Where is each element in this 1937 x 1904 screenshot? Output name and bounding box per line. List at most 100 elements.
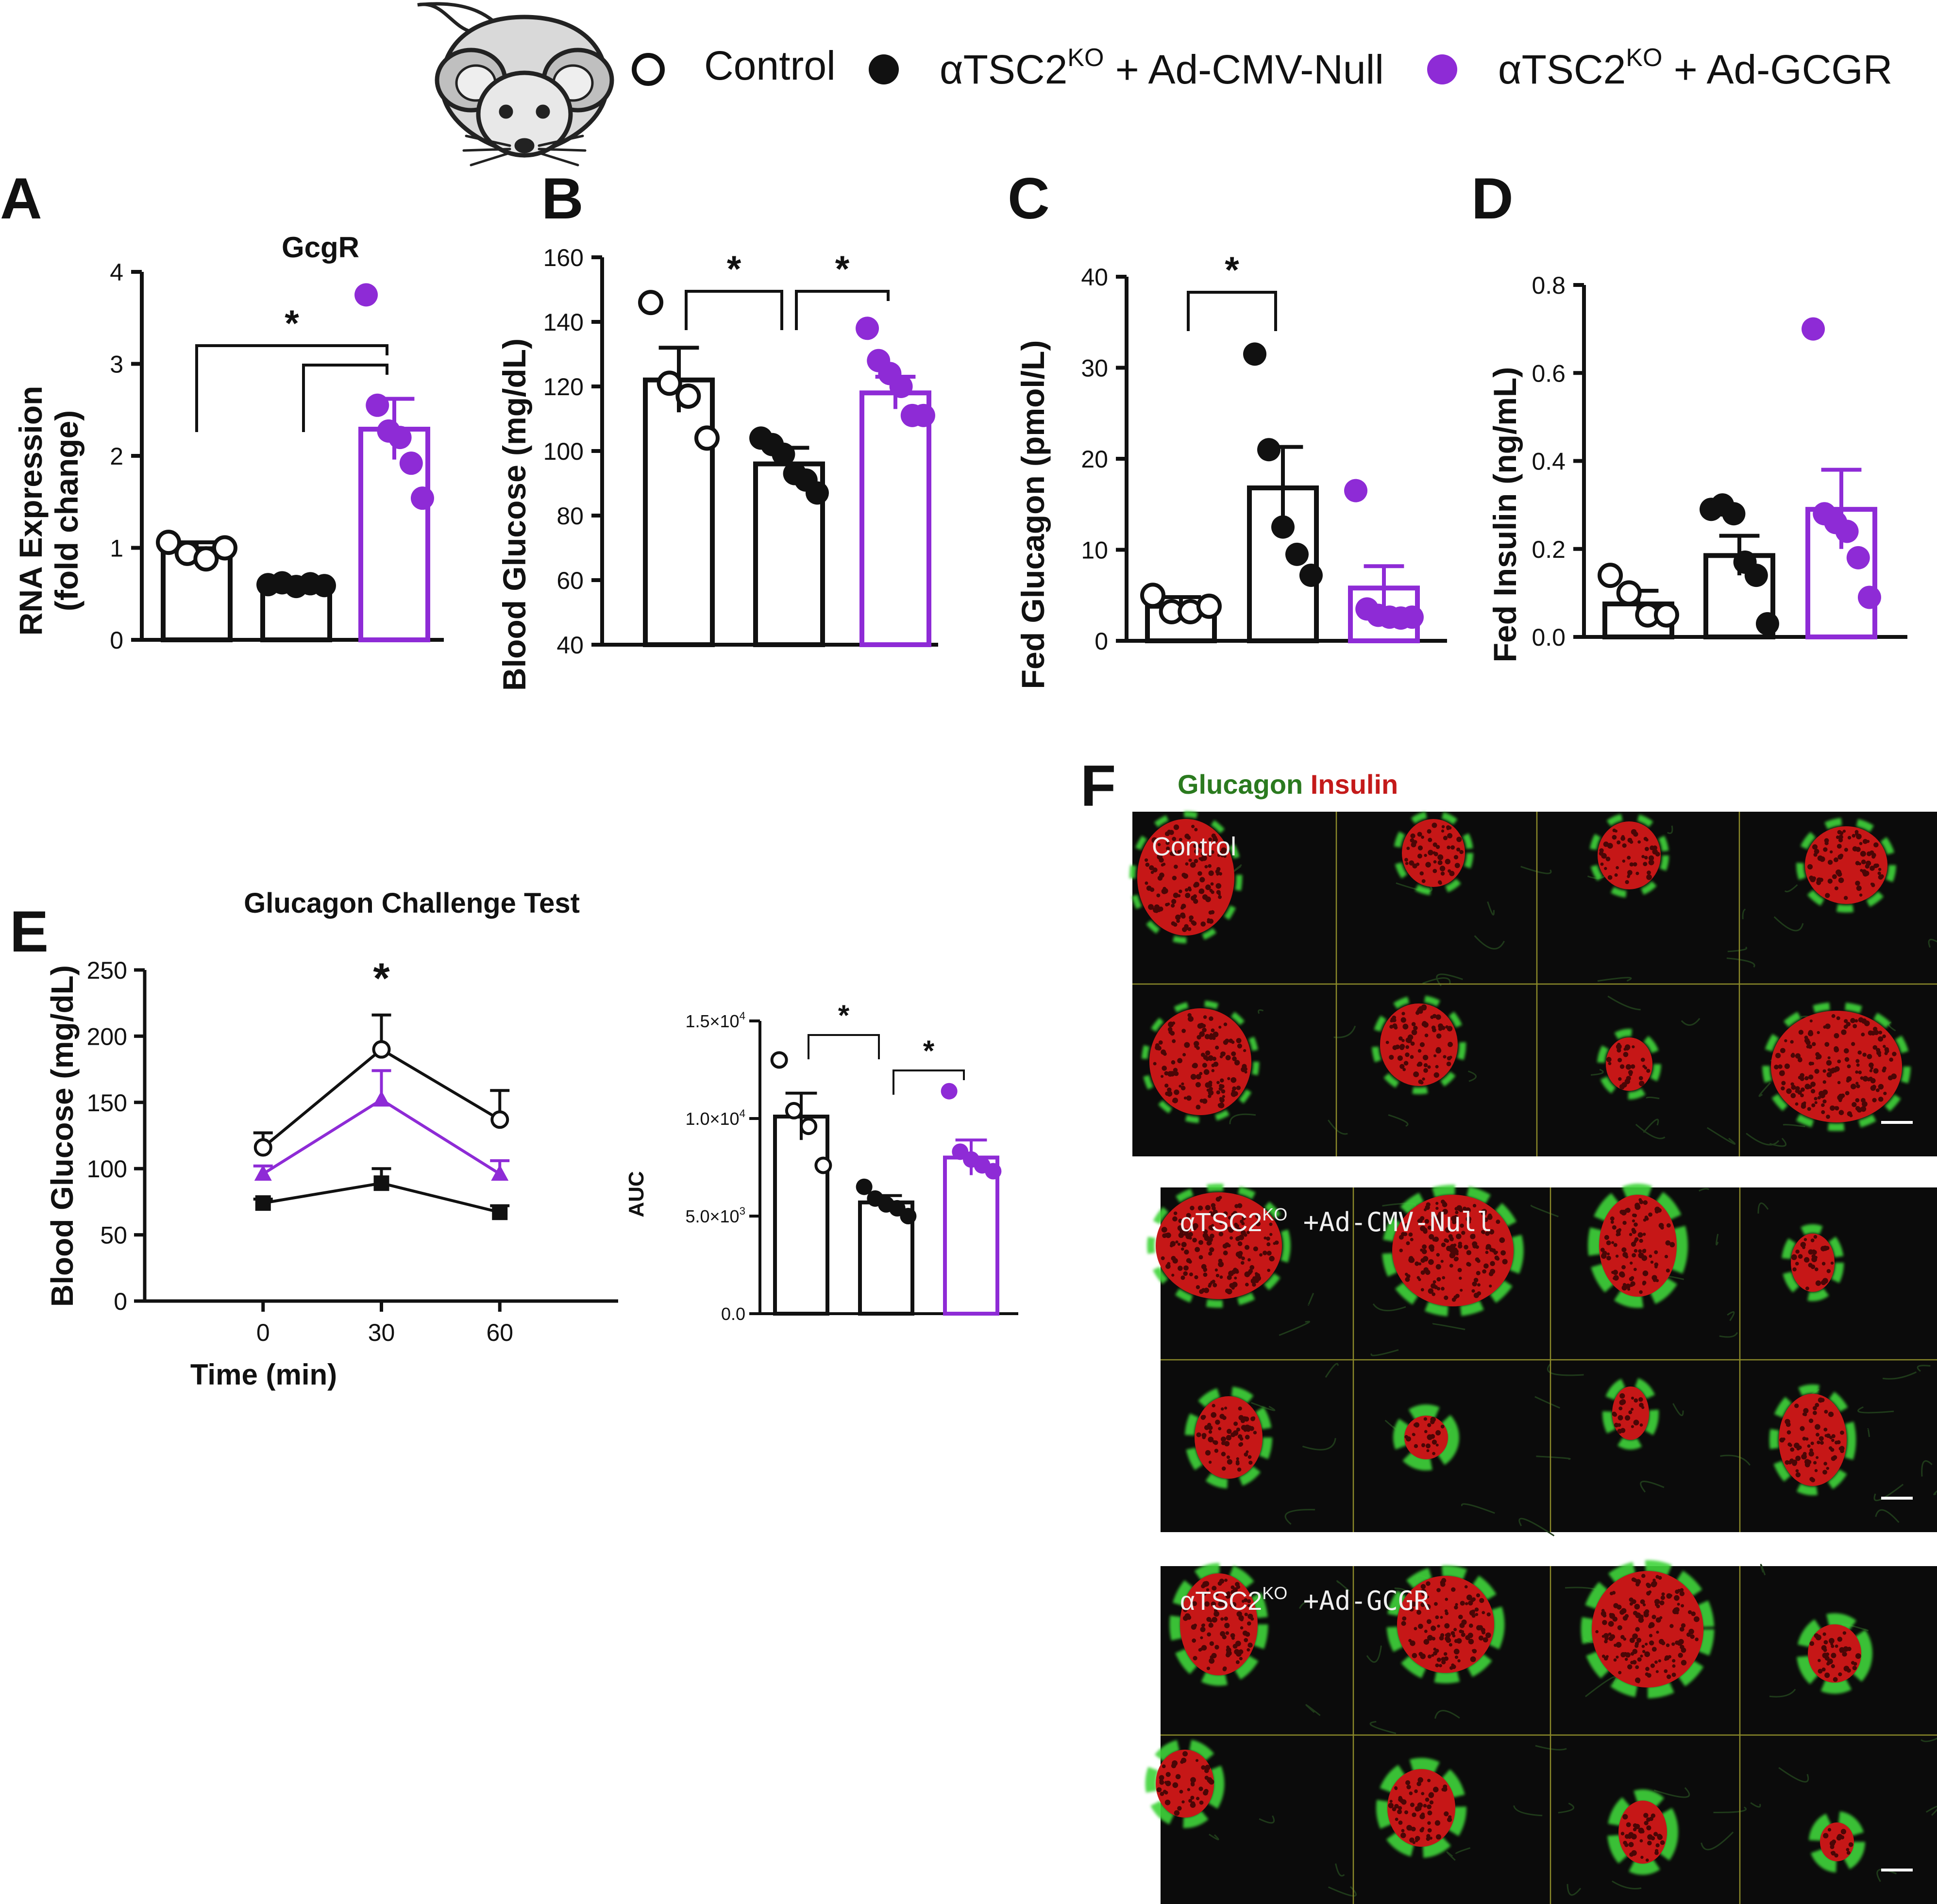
micrograph-header: Glucagon Insulin [1178,769,1398,800]
tissue-fiber [1720,1454,1751,1466]
nucleus [1604,867,1607,870]
nucleus [1194,828,1198,832]
label-main: αTSC2 [1180,1587,1262,1616]
nucleus [1819,1436,1824,1441]
y-tick-label: 100 [543,438,584,465]
label-main: αTSC2 [1180,1208,1262,1237]
nucleus [1213,1283,1217,1287]
nucleus [1681,1604,1684,1608]
y-tick-label: 60 [556,567,584,594]
nucleus [1172,1258,1178,1264]
nucleus [1447,845,1450,850]
data-point [372,1090,390,1107]
tissue-fiber [1681,1018,1701,1026]
tissue-fiber [1784,884,1798,893]
nucleus [1819,1090,1824,1097]
nucleus [1846,1848,1850,1852]
nucleus [1240,1219,1244,1223]
nucleus [1428,850,1433,855]
significance-star: * [923,1035,935,1067]
nucleus [1165,1264,1171,1269]
nucleus [1850,1018,1855,1023]
nucleus [1822,1278,1828,1284]
data-point [1846,546,1870,569]
nucleus [1617,1048,1621,1053]
nucleus [1852,1102,1857,1107]
nucleus [1647,870,1651,875]
nucleus [1614,829,1618,833]
nucleus [1413,1071,1419,1077]
nucleus [1610,1634,1616,1639]
data-point [638,290,664,316]
nucleus [1196,1285,1200,1289]
nucleus [1629,1637,1635,1643]
nucleus [1861,1101,1868,1107]
nucleus [1866,860,1871,866]
islet [1169,1563,1268,1686]
nucleus [1398,1806,1402,1810]
nucleus [1417,832,1422,837]
glucagon-stain [1796,818,1896,913]
nucleus [1399,1044,1405,1049]
nucleus [1425,1269,1431,1275]
nucleus [1202,1098,1208,1104]
nucleus [1650,1663,1655,1668]
nucleus [1419,1081,1424,1085]
nucleus [1637,1680,1640,1684]
nucleus [1449,1236,1454,1241]
nucleus [1646,1591,1651,1596]
tissue-fiber [1279,1320,1311,1336]
nucleus [1243,1049,1246,1052]
glucagon-stain [1797,1613,1872,1694]
nucleus [1821,1262,1826,1266]
nucleus [1872,1045,1878,1050]
nucleus [1444,1811,1449,1817]
nucleus [1234,1060,1240,1066]
nucleus [1856,885,1862,891]
nucleus [1210,1234,1214,1238]
nucleus [1420,1584,1426,1589]
nucleus [1189,1272,1193,1277]
nucleus [1438,1218,1443,1224]
nucleus [1454,1605,1458,1610]
nucleus [1672,1664,1676,1668]
nucleus [1421,1591,1425,1595]
nucleus [1642,1065,1646,1068]
nucleus [1161,1075,1164,1078]
nucleus [1642,1233,1646,1236]
label-sup: KO [1262,1583,1287,1603]
tissue-fiber [1607,995,1641,1011]
nucleus [1887,1075,1893,1081]
nucleus [1622,1616,1628,1621]
significance-bracket: * [1187,250,1277,331]
tissue-fiber [1467,1070,1477,1082]
bar [859,390,931,647]
nucleus [1421,879,1426,883]
nucleus [1617,1415,1623,1420]
nucleus [1649,1640,1654,1646]
nucleus [1846,1851,1851,1855]
data-point [856,1178,873,1195]
nucleus [1632,1213,1636,1217]
nucleus [1633,1420,1639,1426]
nucleus [1846,1668,1851,1673]
nucleus [1432,1028,1436,1033]
nucleus [1856,1063,1860,1067]
nucleus [1483,1217,1488,1222]
nucleus [1236,1457,1239,1461]
nucleus [1814,1097,1818,1101]
nucleus [1677,1603,1680,1606]
nucleus [1433,1072,1439,1078]
tissue-fiber [1534,1396,1560,1409]
nucleus [1233,1430,1238,1435]
nucleus [1635,871,1639,875]
nucleus [1476,1259,1481,1263]
nucleus [1811,1254,1816,1258]
nucleus [1263,1251,1267,1255]
nucleus [1403,1061,1409,1066]
nucleus [1409,860,1415,866]
nucleus [1266,1236,1270,1241]
nucleus [1661,1641,1666,1646]
nucleus [1164,1084,1169,1088]
